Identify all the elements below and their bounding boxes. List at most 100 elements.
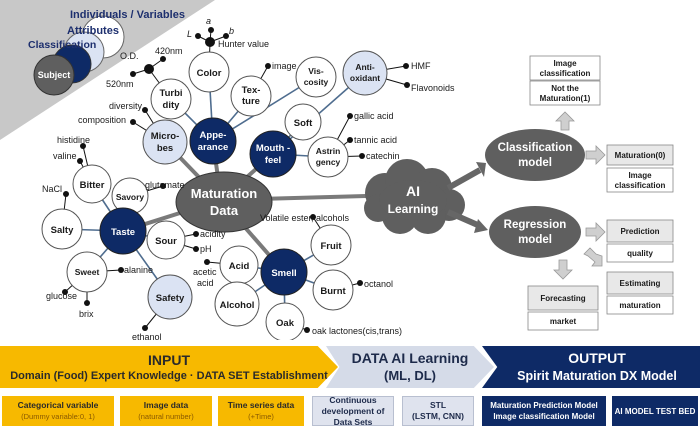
label-antioxidant-2: oxidant — [350, 73, 380, 83]
continuous-label: Continuous development of Data Sets — [321, 394, 385, 427]
output-prediction: Prediction — [620, 227, 659, 236]
output-title: OUTPUT — [568, 350, 626, 366]
output-image-classification-top-2: classification — [540, 69, 591, 78]
classification-model-label-2: model — [518, 157, 552, 169]
label-astringency-2: gency — [316, 157, 341, 167]
node-mouthfeel-circle — [249, 130, 297, 178]
label-microbes-2: bes — [157, 143, 173, 154]
label-a: a — [206, 16, 211, 26]
arrow-to-regression — [446, 209, 482, 229]
label-od: O.D. — [120, 51, 139, 61]
label-sour: Sour — [155, 236, 177, 247]
node-sweet-circle — [66, 251, 108, 293]
label-texture-2: ture — [242, 96, 260, 107]
box-continuous-development: Continuous development of Data Sets — [312, 394, 394, 427]
box-prediction-model: Maturation Prediction Model Image classi… — [482, 396, 606, 426]
box-image-data: Image data (natural number) — [120, 396, 212, 426]
image-data-label: Image data — [143, 400, 189, 410]
box-not-maturation — [529, 80, 601, 106]
output-not-maturation-1: Not the — [551, 84, 579, 93]
arrow-head-classification — [476, 162, 486, 177]
box-forecasting — [527, 285, 599, 311]
test-bed-label: AI MODEL TEST BED — [614, 406, 696, 416]
legend-subject-circle — [33, 54, 75, 96]
white-nodes — [41, 51, 354, 340]
box-categorical-variable: Categorical variable (Dummy variable:0, … — [2, 396, 114, 426]
maturation-diagram: Individuals / Variables Attributes Class… — [0, 0, 674, 340]
output-image-classification-top-1: Image — [553, 59, 577, 68]
label-appearance-1: Appe- — [200, 130, 227, 141]
node-color-circle — [188, 51, 230, 93]
image-data-sub: (natural number) — [138, 412, 194, 421]
label-maturation-1: Maturation — [191, 186, 258, 201]
label-glutamate: glutamate — [145, 180, 185, 190]
categorical-label: Categorical variable — [17, 400, 99, 410]
label-burnt: Burnt — [320, 286, 346, 297]
label-texture-1: Tex- — [242, 85, 261, 96]
label-image: image — [272, 61, 297, 71]
input-subtitle: Domain (Food) Expert Knowledge · DATA SE… — [10, 369, 328, 382]
label-appearance-2: arance — [198, 142, 229, 153]
node-sour-circle — [146, 220, 186, 260]
box-maturation — [606, 295, 674, 315]
label-glucose: glucose — [46, 291, 77, 301]
pale-nodes — [142, 50, 388, 320]
label-mouthfeel-1: Mouth - — [256, 143, 290, 154]
legend-classification-label: Classification — [28, 39, 96, 51]
label-volatile: Volatile ester, alcohols — [260, 213, 350, 223]
ai-label-2: Learning — [388, 202, 439, 216]
output-labels: Image classification Not the Maturation(… — [540, 59, 666, 326]
classification-labels: Appe- arance Mouth - feel Taste Smell Ma… — [111, 130, 297, 279]
time-series-sub: (+Time) — [248, 412, 274, 421]
label-color: Color — [197, 68, 222, 79]
node-alcohol-circle — [214, 281, 260, 327]
label-oak: Oak — [276, 318, 295, 329]
learning-banner: DATA AI Learning (ML, DL) — [326, 346, 494, 388]
label-nacl: NaCl — [42, 184, 62, 194]
arrow-up — [555, 111, 575, 131]
output-image-classification-2: classification — [615, 181, 666, 190]
node-fruit-circle — [310, 224, 352, 266]
classification-model-label-1: Classification — [498, 142, 573, 154]
label-420nm: 420nm — [155, 46, 183, 56]
learning-subtitle: (ML, DL) — [384, 368, 436, 383]
label-gallic-acid: gallic acid — [354, 111, 394, 121]
label-mouthfeel-2: feel — [265, 155, 281, 166]
label-acid: Acid — [229, 261, 250, 272]
output-estimating: Estimating — [620, 279, 661, 288]
arrow-diagonal — [583, 247, 603, 267]
legend-individuals-label: Individuals / Variables — [70, 9, 185, 21]
navy-nodes — [99, 117, 308, 296]
label-acetic: acetic — [193, 267, 217, 277]
node-burnt-circle — [312, 269, 354, 311]
node-texture-circle — [230, 75, 272, 117]
label-taste: Taste — [111, 227, 135, 238]
label-bitter: Bitter — [80, 180, 105, 191]
leaf-labels: Hunter value L a b O.D. 420nm 520nm imag… — [42, 16, 455, 340]
label-soft: Soft — [294, 118, 313, 129]
node-turbidity-circle — [150, 78, 192, 120]
box-image-classification-top — [529, 55, 601, 81]
box-prediction — [606, 219, 674, 243]
stl-label: STL — [429, 400, 447, 410]
input-banner: INPUT Domain (Food) Expert Knowledge · D… — [0, 346, 338, 388]
node-bitter-circle — [72, 164, 112, 204]
output-maturation: maturation — [619, 301, 660, 310]
label-ethanol: ethanol — [132, 332, 162, 340]
label-ph: pH — [200, 244, 212, 254]
label-flavonoids: Flavonoids — [411, 83, 455, 93]
arrow-to-classification — [446, 167, 482, 191]
regression-model-ellipse — [489, 206, 581, 258]
label-astringency-1: Astrin — [316, 146, 341, 156]
label-acetic-acid: acid — [197, 278, 214, 288]
arrow-down — [553, 259, 573, 280]
regression-model-label-2: model — [518, 234, 552, 246]
arrow-right-classification — [585, 145, 606, 165]
label-microbes-1: Micro- — [151, 131, 180, 142]
label-sweet: Sweet — [75, 267, 100, 277]
box-image-classification — [606, 167, 674, 193]
label-diversity: diversity — [109, 101, 143, 111]
output-not-maturation-2: Maturation(1) — [540, 94, 591, 103]
label-turbidity-1: Turbi — [159, 88, 182, 99]
legend-subject-label: Subject — [38, 70, 71, 80]
